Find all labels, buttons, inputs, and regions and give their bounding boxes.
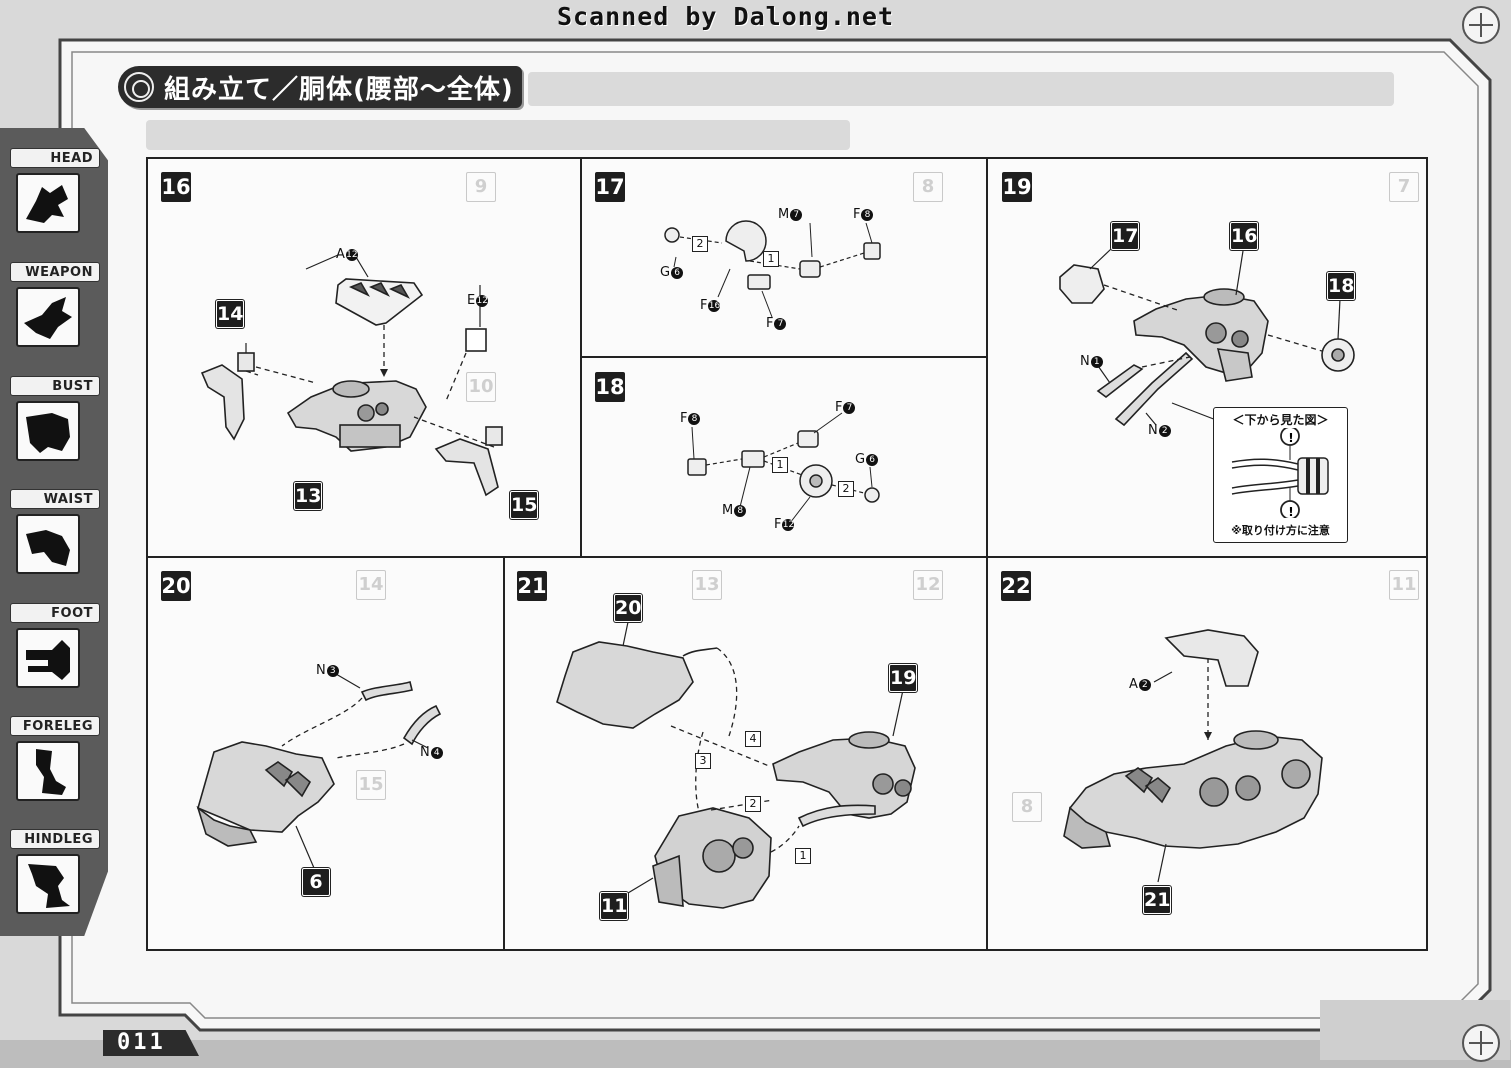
sidebar-item-label: HINDLEG — [10, 829, 100, 849]
sidebar-item-hindleg[interactable]: HINDLEG — [10, 829, 100, 914]
bottom-view-inset: ＜下から見た図＞ ! ! ※取り付け方に注意 — [1213, 407, 1348, 543]
step-21-illustration — [556, 621, 916, 909]
ghost-step-number: 11 — [1389, 570, 1419, 600]
col-divider — [503, 556, 505, 951]
ghost-step-number: 14 — [356, 570, 386, 600]
step-22-illustration — [1063, 629, 1323, 883]
step-number-22: 22 — [1001, 571, 1031, 601]
step-number-17: 17 — [595, 172, 625, 202]
step-16-illustration — [200, 254, 503, 497]
foot-icon — [16, 628, 80, 688]
sidebar-item-weapon[interactable]: WEAPON — [10, 262, 100, 347]
step-19-illustration — [1059, 248, 1355, 427]
sequence-number: 1 — [772, 457, 788, 473]
ghost-step-number: 15 — [356, 770, 386, 800]
step-number-18: 18 — [595, 372, 625, 402]
callout-number: 20 — [614, 594, 642, 622]
step-number-19: 19 — [1002, 172, 1032, 202]
ghost-step-number: 8 — [1012, 792, 1042, 822]
sequence-number: 2 — [838, 481, 854, 497]
step-number-21: 21 — [517, 571, 547, 601]
sidebar-item-label: HEAD — [10, 148, 100, 168]
ghost-step-number: 13 — [692, 570, 722, 600]
step-number-20: 20 — [161, 571, 191, 601]
sidebar-item-waist[interactable]: WAIST — [10, 489, 100, 574]
callout-number: 18 — [1327, 272, 1355, 300]
step-18-illustration — [687, 412, 880, 524]
sidebar-item-head[interactable]: HEAD — [10, 148, 100, 233]
row-divider — [580, 356, 986, 358]
head-icon — [16, 173, 80, 233]
sequence-number: 3 — [695, 753, 711, 769]
callout-number: 11 — [600, 892, 628, 920]
sequence-number: 2 — [745, 796, 761, 812]
sidebar-item-label: WEAPON — [10, 262, 100, 282]
part-label: A12 — [336, 247, 358, 262]
part-label: E12 — [467, 293, 489, 308]
bust-icon — [16, 401, 80, 461]
callout-number: 17 — [1111, 222, 1139, 250]
col-divider — [986, 159, 988, 951]
sidebar-item-label: WAIST — [10, 489, 100, 509]
ghost-step-number: 10 — [466, 372, 496, 402]
ghost-step-number: 9 — [466, 172, 496, 202]
hindleg-icon — [16, 854, 80, 914]
sidebar-item-bust[interactable]: BUST — [10, 376, 100, 461]
sequence-number: 1 — [763, 251, 779, 267]
inset-note: ※取り付け方に注意 — [1231, 524, 1330, 537]
step-number-16: 16 — [161, 172, 191, 202]
scan-credit: Scanned by Dalong.net — [556, 2, 895, 31]
step-20-illustration — [196, 673, 442, 869]
faded-header-strip — [528, 72, 1394, 106]
sidebar-item-foreleg[interactable]: FORELEG — [10, 716, 100, 801]
sequence-number: 1 — [795, 848, 811, 864]
callout-number: 19 — [889, 664, 917, 692]
sidebar-item-foot[interactable]: FOOT — [10, 603, 100, 688]
sidebar-item-label: FORELEG — [10, 716, 100, 736]
inset-illustration — [1231, 428, 1329, 518]
waist-icon — [16, 514, 80, 574]
sidebar-item-label: FOOT — [10, 603, 100, 623]
callout-number: 14 — [216, 300, 244, 328]
corner-ornament — [1462, 6, 1500, 44]
row-divider — [148, 556, 1426, 558]
ghost-step-number: 7 — [1389, 172, 1419, 202]
section-title-bar: 組み立て／胴体(腰部～全体) — [118, 66, 522, 108]
ghost-step-number: 8 — [913, 172, 943, 202]
callout-number: 13 — [294, 482, 322, 510]
caution-icon: ! — [1288, 431, 1294, 445]
foreleg-icon — [16, 741, 80, 801]
sequence-number: 2 — [692, 236, 708, 252]
weapon-icon — [16, 287, 80, 347]
part-label: F16 — [700, 298, 721, 313]
gear-icon — [124, 72, 154, 102]
callout-number: 15 — [510, 491, 538, 519]
inset-title: ＜下から見た図＞ — [1232, 413, 1329, 427]
sequence-number: 4 — [745, 731, 761, 747]
corner-ornament — [1462, 1024, 1500, 1062]
part-label: F12 — [774, 517, 795, 532]
caution-icon: ! — [1288, 505, 1294, 519]
page-number: 011 — [103, 1030, 199, 1056]
callout-number: 6 — [302, 868, 330, 896]
faded-subheader-strip — [146, 120, 850, 150]
callout-number: 16 — [1230, 222, 1258, 250]
page-title: 組み立て／胴体(腰部～全体) — [164, 74, 514, 105]
sidebar-item-label: BUST — [10, 376, 100, 396]
ghost-step-number: 12 — [913, 570, 943, 600]
callout-number: 21 — [1143, 886, 1171, 914]
